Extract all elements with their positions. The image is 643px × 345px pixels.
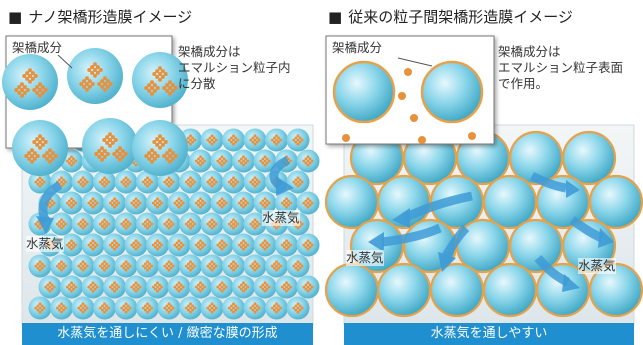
conventional-film-illustration: [324, 35, 643, 345]
particle: [429, 262, 485, 318]
arrow-icon: [36, 155, 294, 234]
particle: [324, 262, 380, 318]
left-caption: 水蒸気を通しにくい / 緻密な膜の形成: [57, 326, 278, 341]
left-vapor-label-1: 水蒸気: [26, 236, 64, 252]
right-note: 架橋成分は エマルション粒子表面 で作用。: [498, 44, 624, 91]
arrow-icon: [368, 171, 614, 292]
left-note: 架橋成分は エマルション粒子内 に分散: [178, 44, 291, 91]
right-vapor-label-1: 水蒸気: [346, 250, 384, 266]
particle: [588, 262, 643, 318]
right-caption: 水蒸気を通しやすい: [430, 326, 548, 341]
right-vapor-label-2: 水蒸気: [578, 258, 616, 274]
left-vapor-label-2: 水蒸気: [262, 210, 300, 226]
particle: [561, 130, 617, 186]
particle: [482, 262, 538, 318]
right-title: ■従来の粒子間架橋形造膜イメージ: [328, 8, 573, 26]
left-callout-label: 架橋成分: [12, 40, 63, 55]
particle: [376, 262, 432, 318]
left-title: ■ナノ架橋形造膜イメージ: [8, 8, 193, 26]
right-callout-label: 架橋成分: [332, 40, 383, 55]
conventional-particle-grid: [324, 130, 643, 318]
nano-film-illustration: [2, 35, 320, 345]
particle: [588, 174, 643, 230]
